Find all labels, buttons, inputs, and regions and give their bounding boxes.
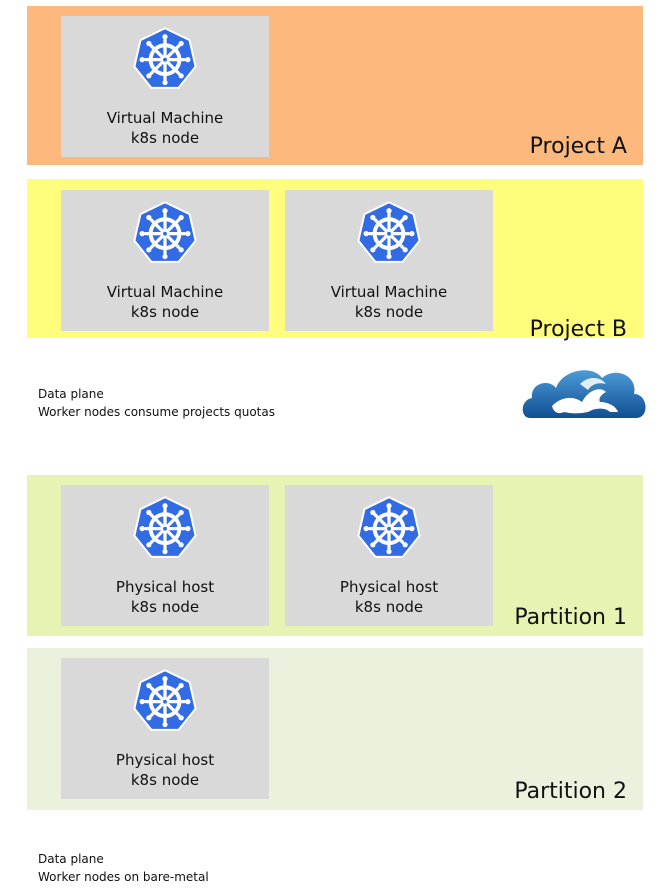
- node-type-label: Physical host: [115, 578, 215, 596]
- kubernetes-icon: [132, 199, 198, 267]
- node-role-label: k8s node: [354, 598, 424, 616]
- k8s-node-card: Physical host k8s node: [61, 658, 269, 799]
- kubernetes-icon: [356, 199, 422, 267]
- cloud-logo: [522, 362, 647, 424]
- node-role-label: k8s node: [130, 771, 200, 789]
- k8s-node-card: Physical host k8s node: [285, 485, 493, 626]
- partition-1-band: Physical host k8s node Physical host k8s…: [27, 475, 643, 636]
- note-description: Worker nodes on bare-metal: [38, 870, 209, 884]
- kubernetes-icon: [132, 667, 198, 735]
- project-a-band: Virtual Machine k8s node Project A: [27, 6, 643, 165]
- partition-2-band: Physical host k8s node Partition 2: [27, 648, 643, 810]
- node-type-label: Virtual Machine: [106, 109, 224, 127]
- partition-2-label: Partition 2: [514, 779, 627, 804]
- k8s-node-card: Virtual Machine k8s node: [285, 190, 493, 331]
- kubernetes-icon: [132, 494, 198, 562]
- note-title: Data plane: [38, 852, 104, 866]
- node-role-label: k8s node: [130, 598, 200, 616]
- kubernetes-icon: [356, 494, 422, 562]
- node-role-label: k8s node: [354, 303, 424, 321]
- note-title: Data plane: [38, 387, 104, 401]
- node-role-label: k8s node: [130, 303, 200, 321]
- project-b-band: Virtual Machine k8s node Virtual Machine…: [27, 179, 643, 342]
- kubernetes-icon: [132, 25, 198, 93]
- node-type-label: Virtual Machine: [330, 283, 448, 301]
- partition-1-label: Partition 1: [514, 605, 627, 630]
- node-type-label: Physical host: [339, 578, 439, 596]
- node-type-label: Virtual Machine: [106, 283, 224, 301]
- k8s-node-card: Physical host k8s node: [61, 485, 269, 626]
- node-type-label: Physical host: [115, 751, 215, 769]
- note-description: Worker nodes consume projects quotas: [38, 405, 275, 419]
- data-plane-note-bare-metal: Data plane Worker nodes on bare-metal: [38, 850, 209, 886]
- data-plane-note-projects: Data plane Worker nodes consume projects…: [38, 385, 275, 421]
- project-a-label: Project A: [529, 134, 627, 159]
- k8s-node-card: Virtual Machine k8s node: [61, 16, 269, 157]
- node-role-label: k8s node: [130, 129, 200, 147]
- k8s-node-card: Virtual Machine k8s node: [61, 190, 269, 331]
- project-b-label: Project B: [529, 317, 627, 342]
